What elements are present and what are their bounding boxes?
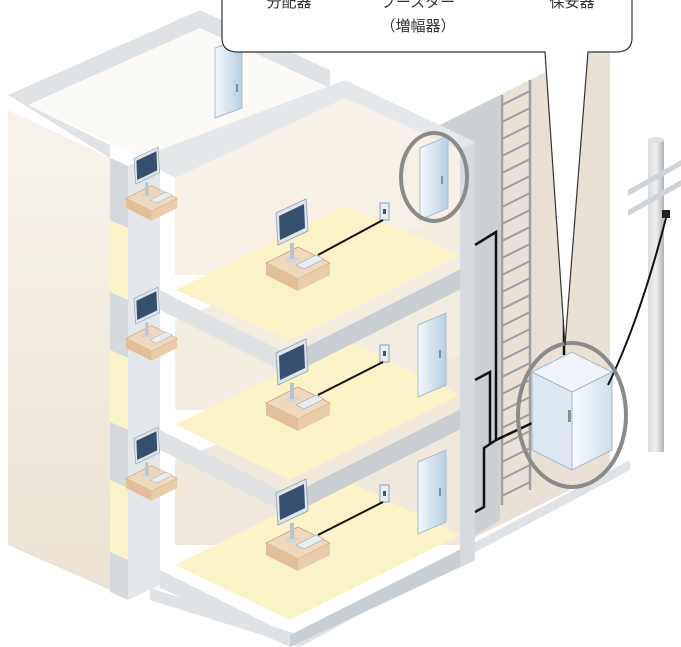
protector-box-icon	[530, 351, 614, 471]
ladder-rung	[501, 277, 531, 293]
protector-highlight-circle	[516, 341, 628, 489]
room-cables	[317, 219, 384, 536]
ladder-rung	[501, 481, 531, 497]
drop-cable	[607, 217, 667, 386]
wall-outlet-icon	[379, 202, 390, 221]
booster-device-icon	[419, 135, 449, 221]
ladder-rung	[501, 396, 531, 412]
ladder-rung	[501, 124, 531, 140]
wall-outlet-icon	[379, 484, 390, 503]
ladder-rung	[501, 345, 531, 361]
ladder-rung	[501, 141, 531, 157]
callout-label-distributor: 分配器	[266, 0, 311, 11]
computers-side	[125, 146, 178, 501]
ladder-rung	[501, 107, 531, 123]
right-column	[460, 142, 475, 568]
computer-monitor-icon	[125, 426, 178, 501]
left-side-floors	[110, 220, 128, 560]
ladder-rung	[501, 243, 531, 259]
ladder-rung	[501, 464, 531, 480]
utility-pole-icon	[628, 137, 681, 452]
callout-label-protector: 保安器	[549, 0, 594, 11]
wall-outlet-icon	[379, 344, 390, 363]
ladder-rung	[501, 209, 531, 225]
ladder-rung	[501, 158, 531, 174]
booster-highlight-circle	[399, 131, 469, 223]
ladder-rung	[501, 192, 531, 208]
ladder-rung	[501, 328, 531, 344]
computer-monitor-icon	[125, 146, 178, 221]
ladder-rung	[501, 430, 531, 446]
ladder-rung	[501, 294, 531, 310]
left-outer-wall	[8, 110, 110, 590]
computer-monitor-icon	[265, 198, 331, 291]
back-room-floor	[28, 28, 330, 165]
distributor-device-icon	[417, 449, 447, 535]
floor-slabs	[160, 262, 475, 647]
ladder-rung	[501, 90, 531, 106]
computer-monitor-icon	[265, 338, 331, 431]
computers-main	[265, 198, 331, 571]
ladder-rung	[501, 413, 531, 429]
callout-balloon: 分配器 ブースター （増幅器） 保安器	[221, 0, 633, 346]
ladder-rung	[501, 226, 531, 242]
ladder-rungs	[501, 90, 531, 497]
computer-monitor-icon	[125, 286, 178, 361]
ladder-rung	[501, 362, 531, 378]
callout-label-booster-sub: （増幅器）	[380, 17, 455, 35]
computer-monitor-icon	[265, 478, 331, 571]
distributor-device-icon	[417, 312, 447, 398]
ladder-rung	[501, 311, 531, 327]
top-slab	[160, 80, 475, 178]
ladder-rung	[501, 260, 531, 276]
ladder-rung	[501, 175, 531, 191]
callout-label-booster: ブースター	[381, 0, 455, 11]
